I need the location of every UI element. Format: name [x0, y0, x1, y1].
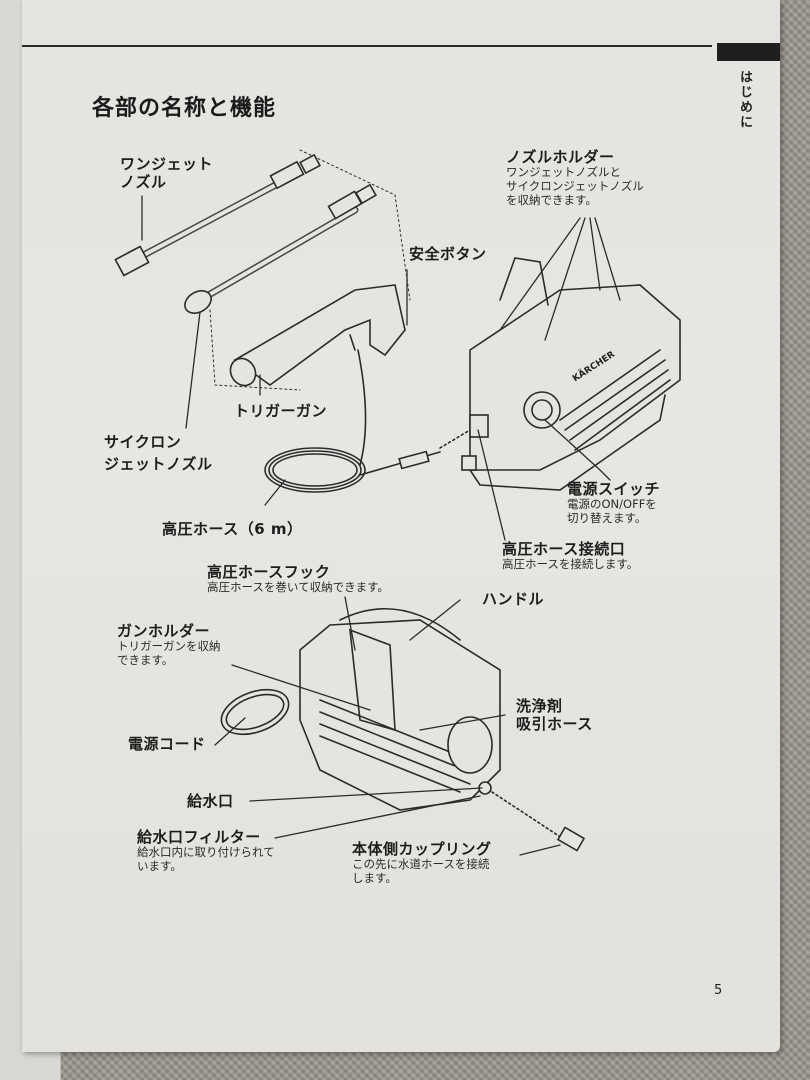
trigger-gun-drawing — [229, 284, 406, 387]
pressure-washer-top-drawing: KÄRCHER — [461, 257, 681, 491]
manual-page: はじめに 各部の名称と機能 — [22, 0, 780, 1052]
label-power-cord: 電源コード — [128, 735, 206, 753]
label-trigger-gun: トリガーガン — [234, 402, 328, 420]
label-high-pressure-hose: 高圧ホース（6 m） — [162, 520, 303, 538]
label-handle: ハンドル — [482, 590, 545, 608]
parts-diagram: KÄRCHER — [114, 149, 681, 856]
header-rule — [22, 45, 712, 47]
label-hose-hook: 高圧ホースフック 高圧ホースを巻いて収納できます。 — [207, 563, 389, 594]
one-jet-nozzle-drawing — [114, 153, 321, 277]
label-power-switch: 電源スイッチ 電源のON/OFFを 切り替えます。 — [567, 480, 661, 525]
label-inlet-filter: 給水口フィルター 給水口内に取り付けられて います。 — [137, 828, 275, 873]
label-hose-connector: 高圧ホース接続口 高圧ホースを接続します。 — [502, 540, 639, 571]
chapter-tab-marker — [717, 43, 780, 61]
label-one-jet-nozzle: ワンジェット ノズル — [120, 155, 214, 191]
leader-lines — [141, 195, 621, 856]
chapter-label: はじめに — [737, 70, 752, 130]
pressure-washer-rear-drawing — [220, 608, 586, 852]
page-number: 5 — [714, 983, 723, 998]
hose-coil-drawing — [264, 349, 471, 493]
page-title: 各部の名称と機能 — [92, 96, 277, 121]
label-cyclone-jet-nozzle: サイクロン ジェットノズル — [104, 433, 213, 473]
label-nozzle-holder: ノズルホルダー ワンジェットノズルと サイクロンジェットノズル を収納できます。 — [506, 148, 644, 207]
label-water-inlet: 給水口 — [187, 792, 234, 810]
label-gun-holder: ガンホルダー トリガーガンを収納 できます。 — [117, 622, 221, 667]
cyclone-nozzle-drawing — [184, 183, 378, 314]
label-safety-button: 安全ボタン — [409, 245, 487, 263]
label-detergent-hose: 洗浄剤 吸引ホース — [516, 697, 593, 733]
label-coupling: 本体側カップリング この先に水道ホースを接続 します。 — [352, 840, 492, 885]
